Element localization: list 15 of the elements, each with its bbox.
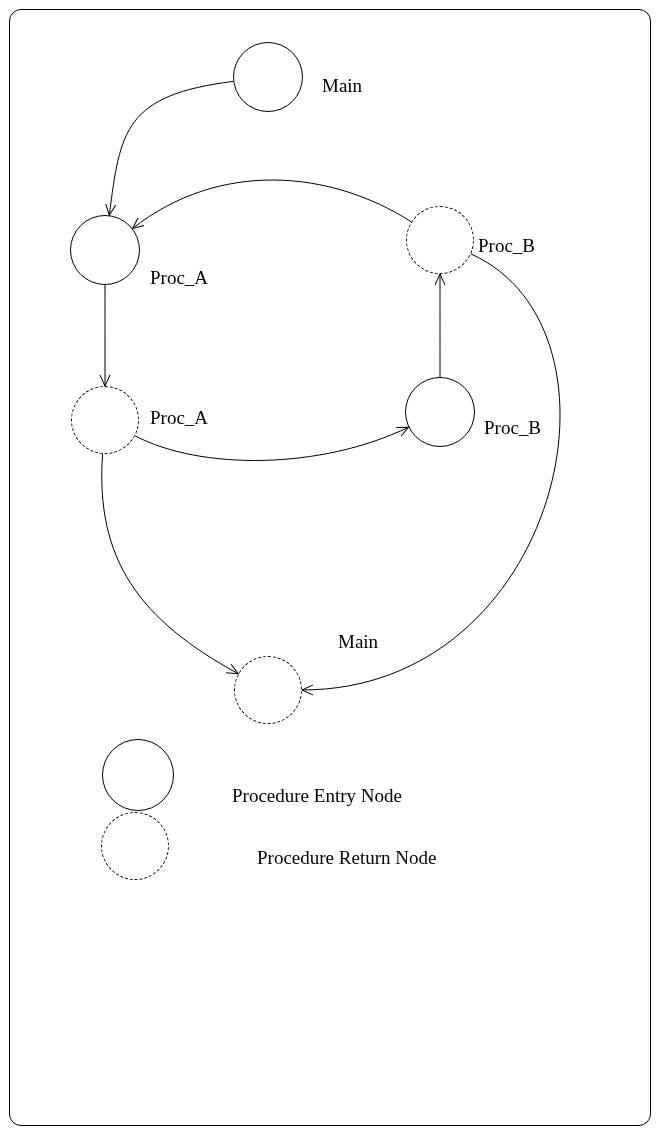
arrow: [134, 426, 409, 461]
node-label: Proc_A: [150, 408, 209, 427]
node-label: Main: [338, 632, 379, 651]
legend-label: Procedure Entry Node: [232, 786, 402, 805]
arrow: [301, 253, 561, 695]
legend-label: Procedure Return Node: [257, 848, 437, 867]
node-label: Proc_A: [150, 268, 209, 287]
arrow: [132, 179, 412, 229]
node-label: Proc_B: [478, 236, 535, 255]
arrow: [99, 284, 111, 387]
arrow: [101, 453, 239, 675]
node-label: Proc_B: [484, 418, 541, 437]
arrow: [434, 273, 446, 378]
arrow: [105, 80, 234, 216]
node-label: Main: [322, 76, 363, 95]
